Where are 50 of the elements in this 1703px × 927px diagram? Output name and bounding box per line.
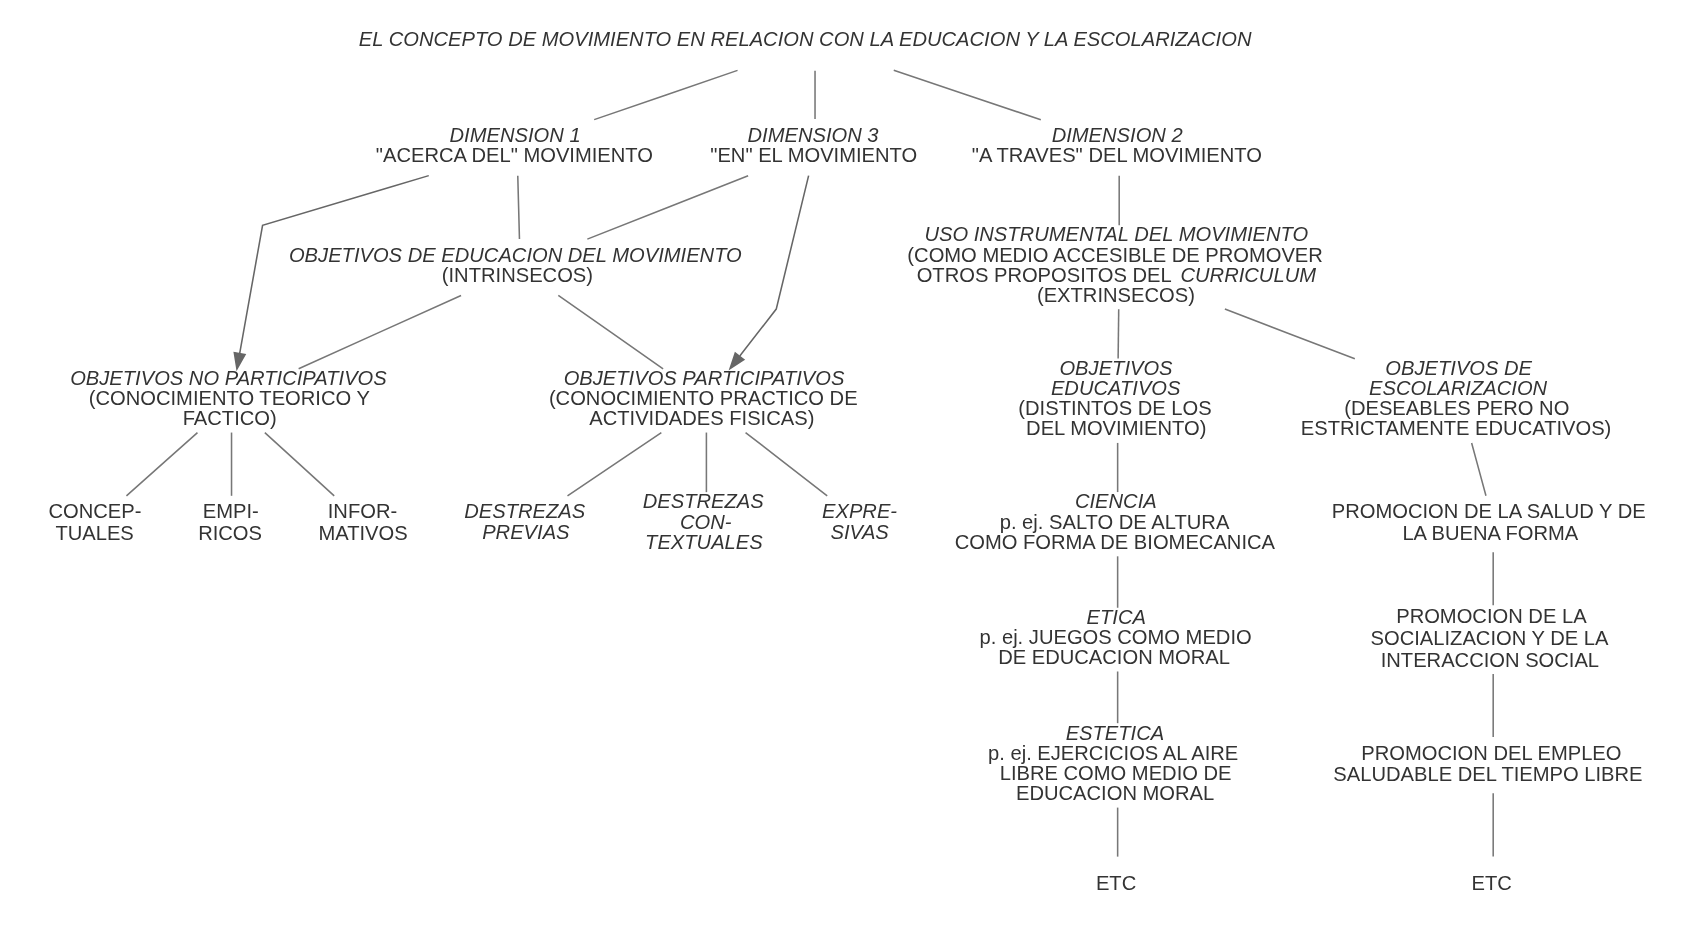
- connector: [1224, 308, 1356, 360]
- connector: [1492, 792, 1494, 858]
- node-text: DESTREZAS CON- TEXTUALES: [642, 490, 764, 553]
- node-text: ETC: [1471, 872, 1512, 895]
- connector: [893, 69, 1042, 121]
- node-text: PROMOCION DE LA SOCIALIZACION Y DE LA INTERACCION SOCIAL: [1370, 605, 1609, 671]
- connector: [586, 174, 749, 240]
- node-text: DIMENSION 2 "A TRAVES" DEL MOVIMIENTO: [971, 124, 1262, 167]
- connector: [1492, 551, 1494, 606]
- connector: [566, 431, 663, 497]
- node-text: OBJETIVOS DE ESCOLARIZACION (DESEABLES PERO NO ESTRICTAMENTE EDUCATIVOS): [1300, 356, 1612, 440]
- connector: [1470, 442, 1487, 497]
- connector: [264, 431, 335, 497]
- connector: [705, 431, 708, 493]
- connector: [1118, 174, 1120, 226]
- connector: [1116, 555, 1119, 609]
- connector: [1492, 673, 1494, 738]
- node-text: OBJETIVOS NO PARTICIPATIVOS (CONOCIMIENTO TEORICO Y FACTICO): [70, 366, 387, 430]
- node-text: ESTETICA p. ej. EJERCICIOS AL AIRE LIBRE COMO MEDIO DE EDUCACION MORAL: [988, 721, 1239, 805]
- connector: [1116, 806, 1119, 858]
- node-text: CONCEP- TUALES: [48, 500, 142, 545]
- node-text: PROMOCION DEL EMPLEO SALUDABLE DEL TIEMPO LIBRE: [1333, 741, 1643, 786]
- node-text: EXPRE- SIVAS: [822, 500, 898, 543]
- connector: [1116, 442, 1119, 493]
- connector: [230, 431, 233, 497]
- node-text: OBJETIVOS DE EDUCACION DEL MOVIMIENTO (INTRINSECOS): [288, 243, 742, 286]
- node-text: INFOR- MATIVOS: [318, 500, 408, 545]
- node-text: OBJETIVOS EDUCATIVOS (DISTINTOS DE LOS DEL MOVIMIENTO): [1018, 356, 1212, 440]
- node-text: DIMENSION 1 "ACERCA DEL" MOVIMIENTO: [375, 124, 653, 167]
- node-text: ETICA p. ej. JUEGOS COMO MEDIO DE EDUCACION MORAL: [979, 605, 1252, 669]
- connector: [744, 431, 828, 497]
- connector: [1116, 670, 1119, 724]
- node-text: CIENCIA p. ej. SALTO DE ALTURA COMO FORMA DE BIOMECANICA: [954, 490, 1275, 553]
- node-text: OBJETIVOS PARTICIPATIVOS (CONOCIMIENTO PRACTICO DE ACTIVIDADES FISICAS): [548, 366, 858, 430]
- node-text: USO INSTRUMENTAL DEL MOVIMIENTO (COMO MEDIO ACCESIBLE DE PROMOVER OTROS PROPOSITOS DEL CURRICULUM (EXTRINSECOS): [907, 223, 1323, 306]
- connector: [125, 431, 199, 497]
- connector: [517, 174, 521, 240]
- connector: [297, 294, 462, 370]
- arrow: [233, 174, 430, 372]
- node-text: ETC: [1095, 872, 1137, 895]
- node-text: EMPI- RICOS: [198, 500, 263, 545]
- node-text: EL CONCEPTO DE MOVIMIENTO EN RELACION CON LA EDUCACION Y LA ESCOLARIZACION: [358, 27, 1252, 50]
- connector: [814, 69, 816, 120]
- connector: [557, 294, 664, 370]
- node-text: PROMOCION DE LA SALUD Y DE LA BUENA FORMA: [1331, 500, 1646, 545]
- node-text: DESTREZAS PREVIAS: [464, 500, 586, 543]
- arrow: [728, 174, 810, 371]
- connector: [593, 69, 739, 121]
- connector: [1117, 308, 1120, 360]
- node-text: DIMENSION 3 "EN" EL MOVIMIENTO: [710, 124, 918, 167]
